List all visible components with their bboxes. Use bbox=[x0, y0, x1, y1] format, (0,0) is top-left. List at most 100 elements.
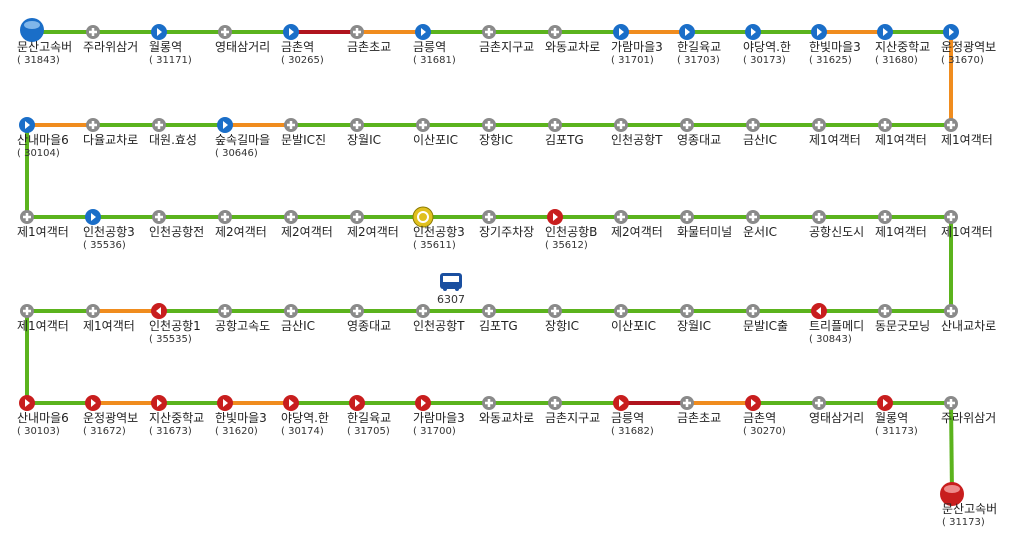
station-node[interactable]: 영태삼거리 bbox=[215, 25, 270, 54]
arrow-right-icon bbox=[817, 28, 822, 36]
station-node[interactable]: 금촌지구교 bbox=[479, 25, 534, 54]
plus-icon bbox=[23, 213, 31, 221]
station-node[interactable]: 문산고속버( 31843) bbox=[17, 18, 72, 66]
station-node[interactable]: 인천공항3( 35611) bbox=[412, 206, 465, 251]
station-node[interactable]: 영종대교 bbox=[677, 118, 721, 147]
station-node[interactable]: 월롱역( 31171) bbox=[149, 24, 192, 66]
station-node[interactable]: 와동교차로 bbox=[545, 25, 600, 54]
station-node[interactable]: 공항고속도 bbox=[215, 304, 270, 333]
station-id: ( 31171) bbox=[149, 55, 192, 66]
station-node[interactable]: 제2여객터 bbox=[347, 210, 399, 239]
station-node[interactable]: 문발IC출 bbox=[743, 304, 788, 333]
station-node[interactable]: 금릉역( 31681) bbox=[413, 24, 456, 66]
station-node[interactable]: 영종대교 bbox=[347, 304, 391, 333]
station-node[interactable]: 금촌초교 bbox=[677, 396, 721, 425]
station-node[interactable]: 제1여객터 bbox=[941, 118, 993, 147]
station-node[interactable]: 제1여객터 bbox=[875, 210, 927, 239]
station-name: 김포TG bbox=[479, 319, 518, 333]
station-node[interactable]: 한빛마을3( 31625) bbox=[809, 24, 861, 66]
station-node[interactable]: 숲속길마을( 30646) bbox=[215, 117, 270, 159]
station-node[interactable]: 제1여객터 bbox=[83, 304, 135, 333]
station-node[interactable]: 운정광역보( 31670) bbox=[941, 24, 996, 66]
station-node[interactable]: 공항신도시 bbox=[809, 210, 864, 239]
station-node[interactable]: 한빛마을3( 31620) bbox=[215, 395, 267, 437]
station-name: 주라위삼거 bbox=[941, 411, 996, 425]
station-node[interactable]: 제2여객터 bbox=[611, 210, 663, 239]
station-node[interactable]: 산내교차로 bbox=[941, 304, 996, 333]
station-node[interactable]: 지산중학교( 31673) bbox=[149, 395, 204, 437]
station-node[interactable]: 한길육교( 31703) bbox=[677, 24, 721, 66]
station-node[interactable]: 운정광역보( 31672) bbox=[83, 395, 138, 437]
station-node[interactable]: 주라위삼거 bbox=[83, 25, 138, 54]
station-node[interactable]: 제1여객터 bbox=[17, 210, 69, 239]
station-node[interactable]: 장항IC bbox=[545, 304, 579, 333]
station-node[interactable]: 이산포IC bbox=[611, 304, 656, 333]
station-node[interactable]: 인천공항1( 35535) bbox=[149, 303, 201, 345]
station-name: 야당역.한 bbox=[281, 411, 329, 425]
station-node[interactable]: 장월IC bbox=[677, 304, 711, 333]
station-node[interactable]: 인천공항B( 35612) bbox=[545, 209, 597, 251]
arrow-right-icon bbox=[421, 28, 426, 36]
station-node[interactable]: 지산중학교( 31680) bbox=[875, 24, 930, 66]
station-node[interactable]: 야당역.한( 30173) bbox=[743, 24, 791, 66]
station-node[interactable]: 다율교차로 bbox=[83, 118, 138, 147]
plus-icon bbox=[881, 213, 889, 221]
station-name: 산내마을6 bbox=[17, 411, 69, 425]
station-node[interactable]: 화물터미널 bbox=[677, 210, 732, 239]
station-node[interactable]: 인천공항T bbox=[413, 304, 465, 333]
station-node[interactable]: 금산IC bbox=[743, 118, 777, 147]
station-node[interactable]: 와동교차로 bbox=[479, 396, 534, 425]
station-node[interactable]: 주라위삼거 bbox=[941, 396, 996, 425]
station-node[interactable]: 제2여객터 bbox=[215, 210, 267, 239]
station-node[interactable]: 대원.효성 bbox=[149, 118, 197, 147]
station-node[interactable]: 금촌초교 bbox=[347, 25, 391, 54]
station-node[interactable]: 이산포IC bbox=[413, 118, 458, 147]
station-node[interactable]: 인천공항T bbox=[611, 118, 663, 147]
bus-marker[interactable]: 6307 bbox=[437, 273, 465, 306]
station-node[interactable]: 김포TG bbox=[545, 118, 584, 147]
station-node[interactable]: 금릉역( 31682) bbox=[611, 395, 654, 437]
arrow-right-icon bbox=[157, 28, 162, 36]
station-node[interactable]: 한길육교( 31705) bbox=[347, 395, 391, 437]
station-name: 금릉역 bbox=[611, 411, 644, 425]
station-node[interactable]: 문산고속버( 31173) bbox=[940, 482, 997, 528]
station-node[interactable]: 트리플메디( 30843) bbox=[809, 303, 864, 345]
station-node[interactable]: 금촌지구교 bbox=[545, 396, 600, 425]
station-node[interactable]: 동문굿모닝 bbox=[875, 304, 930, 333]
plus-icon bbox=[23, 307, 31, 315]
bus-number: 6307 bbox=[437, 293, 465, 306]
station-node[interactable]: 운서IC bbox=[743, 210, 777, 239]
station-node[interactable]: 영태삼거리 bbox=[809, 396, 864, 425]
station-node[interactable]: 제2여객터 bbox=[281, 210, 333, 239]
station-node[interactable]: 인천공항전 bbox=[149, 210, 204, 239]
station-node[interactable]: 문발IC진 bbox=[281, 118, 326, 147]
station-node[interactable]: 산내마을6( 30103) bbox=[17, 395, 69, 437]
station-name: 한길육교 bbox=[677, 40, 721, 54]
station-node[interactable]: 제1여객터 bbox=[875, 118, 927, 147]
station-node[interactable]: 장항IC bbox=[479, 118, 513, 147]
station-node[interactable]: 가람마을3( 31701) bbox=[611, 24, 663, 66]
plus-icon bbox=[89, 307, 97, 315]
station-node[interactable]: 장기주차장 bbox=[479, 210, 534, 239]
station-node[interactable]: 제1여객터 bbox=[941, 210, 993, 239]
station-name: 인천공항3 bbox=[413, 224, 465, 239]
plus-icon bbox=[221, 213, 229, 221]
station-node[interactable]: 인천공항3( 35536) bbox=[83, 209, 135, 251]
station-id: ( 31705) bbox=[347, 426, 390, 437]
station-node[interactable]: 월롱역( 31173) bbox=[875, 395, 918, 437]
station-node[interactable]: 김포TG bbox=[479, 304, 518, 333]
station-node[interactable]: 금촌역( 30270) bbox=[743, 395, 786, 437]
station-name: 제1여객터 bbox=[941, 133, 993, 147]
station-node[interactable]: 제1여객터 bbox=[809, 118, 861, 147]
station-node[interactable]: 장월IC bbox=[347, 118, 381, 147]
station-name: 한빛마을3 bbox=[215, 411, 267, 425]
station-node[interactable]: 금촌역( 30265) bbox=[281, 24, 324, 66]
station-node[interactable]: 제1여객터 bbox=[17, 304, 69, 333]
station-node[interactable]: 산내마을6( 30104) bbox=[17, 117, 69, 159]
station-node[interactable]: 가람마을3( 31700) bbox=[413, 395, 465, 437]
plus-icon bbox=[947, 213, 955, 221]
station-node[interactable]: 금산IC bbox=[281, 304, 315, 333]
station-name: 한길육교 bbox=[347, 411, 391, 425]
station-name: 운서IC bbox=[743, 225, 777, 239]
station-node[interactable]: 야당역.한( 30174) bbox=[281, 395, 329, 437]
